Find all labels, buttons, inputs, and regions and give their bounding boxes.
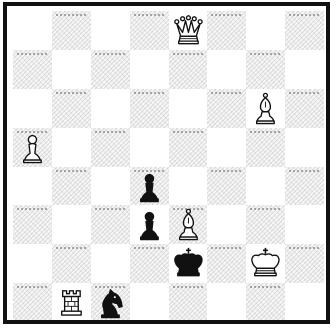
black-king-icon[interactable]	[169, 244, 208, 283]
square-h2[interactable]	[285, 244, 324, 283]
square-b4[interactable]	[52, 167, 91, 206]
square-e8[interactable]	[169, 11, 208, 50]
square-g3[interactable]	[246, 205, 285, 244]
square-e5[interactable]	[169, 128, 208, 167]
square-b5[interactable]	[52, 128, 91, 167]
square-a5[interactable]	[13, 128, 52, 167]
white-bishop-icon[interactable]	[169, 205, 208, 244]
square-h7[interactable]	[285, 50, 324, 89]
square-g2[interactable]	[246, 244, 285, 283]
square-g5[interactable]	[246, 128, 285, 167]
square-d8[interactable]	[130, 11, 169, 50]
white-pawn-icon[interactable]	[13, 128, 52, 167]
square-h6[interactable]	[285, 89, 324, 128]
square-h3[interactable]	[285, 205, 324, 244]
white-queen-icon[interactable]	[169, 11, 208, 50]
square-f6[interactable]	[207, 89, 246, 128]
square-b6[interactable]	[52, 89, 91, 128]
square-e4[interactable]	[169, 167, 208, 206]
square-a6[interactable]	[13, 89, 52, 128]
square-d1[interactable]	[130, 283, 169, 322]
white-bishop-icon[interactable]	[246, 89, 285, 128]
square-h5[interactable]	[285, 128, 324, 167]
black-pawn-icon[interactable]	[130, 205, 169, 244]
square-a8[interactable]	[13, 11, 52, 50]
square-g1[interactable]	[246, 283, 285, 322]
square-d2[interactable]	[130, 244, 169, 283]
square-c3[interactable]	[91, 205, 130, 244]
square-c7[interactable]	[91, 50, 130, 89]
square-h8[interactable]	[285, 11, 324, 50]
square-c2[interactable]	[91, 244, 130, 283]
square-a3[interactable]	[13, 205, 52, 244]
square-g4[interactable]	[246, 167, 285, 206]
square-d3[interactable]	[130, 205, 169, 244]
square-f2[interactable]	[207, 244, 246, 283]
square-d4[interactable]	[130, 167, 169, 206]
square-b1[interactable]	[52, 283, 91, 322]
square-a7[interactable]	[13, 50, 52, 89]
square-c1[interactable]	[91, 283, 130, 322]
square-d7[interactable]	[130, 50, 169, 89]
chess-board	[13, 11, 324, 322]
white-king-icon[interactable]	[246, 244, 285, 283]
square-d6[interactable]	[130, 89, 169, 128]
square-f7[interactable]	[207, 50, 246, 89]
black-pawn-icon[interactable]	[130, 167, 169, 206]
square-c8[interactable]	[91, 11, 130, 50]
square-h4[interactable]	[285, 167, 324, 206]
black-knight-icon[interactable]	[91, 283, 130, 322]
square-f5[interactable]	[207, 128, 246, 167]
square-b2[interactable]	[52, 244, 91, 283]
square-c6[interactable]	[91, 89, 130, 128]
white-rook-icon[interactable]	[52, 283, 91, 322]
square-a2[interactable]	[13, 244, 52, 283]
square-f4[interactable]	[207, 167, 246, 206]
square-f8[interactable]	[207, 11, 246, 50]
square-g6[interactable]	[246, 89, 285, 128]
square-e7[interactable]	[169, 50, 208, 89]
square-b3[interactable]	[52, 205, 91, 244]
square-f1[interactable]	[207, 283, 246, 322]
square-e3[interactable]	[169, 205, 208, 244]
square-b7[interactable]	[52, 50, 91, 89]
square-e6[interactable]	[169, 89, 208, 128]
square-a4[interactable]	[13, 167, 52, 206]
square-f3[interactable]	[207, 205, 246, 244]
square-e2[interactable]	[169, 244, 208, 283]
square-e1[interactable]	[169, 283, 208, 322]
square-c5[interactable]	[91, 128, 130, 167]
square-h1[interactable]	[285, 283, 324, 322]
square-g8[interactable]	[246, 11, 285, 50]
square-a1[interactable]	[13, 283, 52, 322]
chess-board-frame	[3, 2, 330, 324]
square-b8[interactable]	[52, 11, 91, 50]
square-g7[interactable]	[246, 50, 285, 89]
square-d5[interactable]	[130, 128, 169, 167]
square-c4[interactable]	[91, 167, 130, 206]
